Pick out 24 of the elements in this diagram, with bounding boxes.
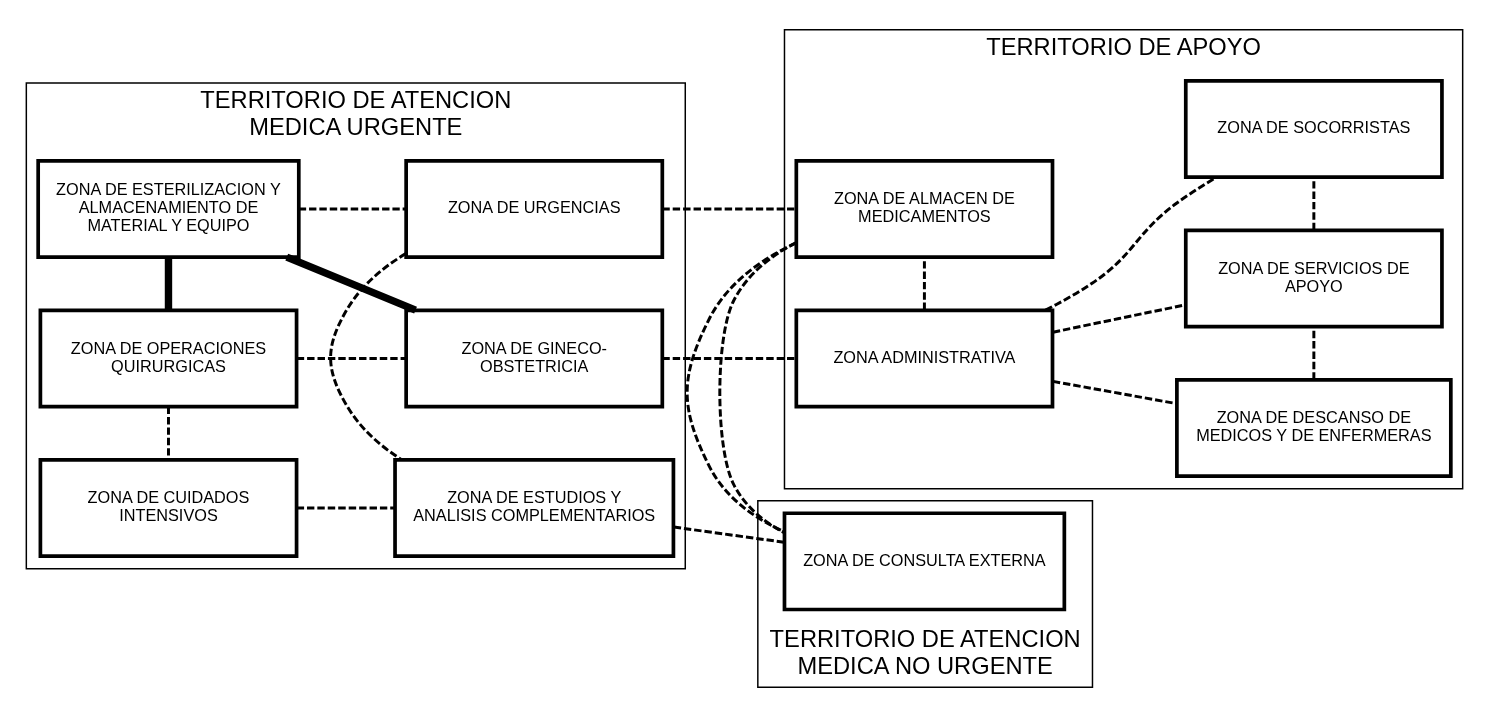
connector bbox=[164, 256, 173, 310]
connector bbox=[1044, 175, 1218, 311]
node-box: ZONA ADMINISTRATIVA bbox=[794, 308, 1055, 408]
node-box: ZONA DE SERVICIOS DE APOYO bbox=[1183, 228, 1444, 328]
node-box: ZONA DE SOCORRISTAS bbox=[1183, 78, 1444, 179]
node-box: ZONA DE GINECO-OBSTETRICIA bbox=[404, 308, 665, 408]
node-box: ZONA DE CUIDADOS INTENSIVOS bbox=[38, 457, 299, 558]
connector bbox=[1052, 379, 1177, 405]
node-box: ZONA DE ESTERILIZACION Y ALMACENAMIENTO DE MATERIAL Y EQUIPO bbox=[36, 158, 301, 259]
connector bbox=[673, 525, 785, 544]
connector bbox=[296, 356, 406, 360]
node-box: ZONA DE DESCANSO DE MEDICOS Y DE ENFERMERAS bbox=[1175, 377, 1453, 478]
connector bbox=[329, 251, 407, 461]
node-box: ZONA DE OPERACIONES QUIRURGICAS bbox=[38, 308, 299, 408]
node-box: ZONA DE ESTUDIOS Y ANALISIS COMPLEMENTARIOS bbox=[393, 457, 676, 558]
connector bbox=[685, 240, 797, 534]
node-box: ZONA DE URGENCIAS bbox=[404, 158, 665, 259]
connector bbox=[662, 356, 796, 360]
connector bbox=[298, 206, 407, 210]
node-box: ZONA DE CONSULTA EXTERNA bbox=[782, 510, 1067, 611]
node-box: ZONA DE ALMACEN DE MEDICAMENTOS bbox=[794, 158, 1055, 259]
connector bbox=[662, 206, 796, 210]
connector bbox=[296, 506, 395, 510]
connector bbox=[285, 253, 417, 314]
